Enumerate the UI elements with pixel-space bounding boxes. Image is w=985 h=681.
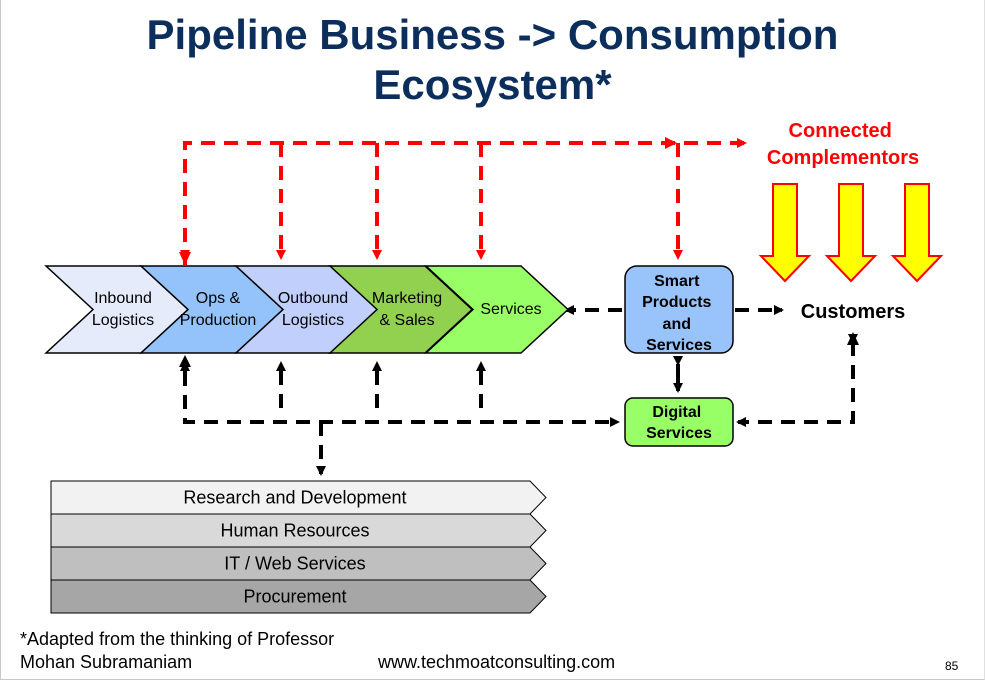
digital-line-2: Services — [646, 425, 712, 442]
red-arrowheads — [179, 137, 677, 265]
customers-label: Customers — [801, 301, 905, 323]
red-arrowhead-ops — [179, 252, 191, 265]
black-arrowheads — [179, 332, 859, 367]
page-title: Pipeline Business -> Consumption Ecosyst… — [0, 10, 985, 110]
svg-text:Smart Products and: Smart Products and Services — [642, 273, 716, 354]
black-connectors — [183, 305, 858, 476]
support-bar-shape — [50, 579, 547, 614]
support-bar-shape — [50, 513, 547, 548]
support-bar-shape — [50, 480, 547, 515]
support-activity-label: IT / Web Services — [224, 554, 365, 574]
page-number: 85 — [945, 659, 959, 673]
support-bar-shape — [50, 546, 547, 581]
digital-line-1: Digital — [652, 404, 701, 421]
down-arrow-icon — [758, 183, 812, 283]
down-arrow-icon — [890, 183, 944, 283]
arrowhead-ops-up — [179, 355, 191, 367]
value-chain-label-line-2: & Sales — [379, 312, 434, 329]
smart-line-2: Products — [642, 294, 711, 311]
support-activity-bar[interactable]: Research and Development — [50, 480, 547, 515]
arrowhead-customers-up — [847, 332, 859, 345]
red-connectors — [180, 138, 747, 265]
value-chain-step[interactable]: Services — [424, 265, 570, 354]
complementors-line-1: Connected — [789, 120, 892, 142]
red-arrowhead-smart-right — [665, 137, 677, 149]
smart-line-3: and — [663, 316, 691, 333]
value-chain-label-line-1: Outbound — [278, 290, 348, 307]
complementor-arrows — [758, 183, 944, 283]
title-line-1: Pipeline Business -> Consumption — [146, 11, 839, 58]
footnote: *Adapted from the thinking of Professor … — [20, 628, 334, 674]
value-chain-label-line-2: Logistics — [282, 312, 344, 329]
digital-services-box[interactable]: Digital Services — [624, 397, 734, 447]
complementors-label: Connected Complementors — [767, 120, 919, 169]
support-activity-label: Procurement — [243, 587, 346, 607]
red-top-bar — [183, 138, 747, 265]
black-customers-to-digital — [736, 334, 858, 427]
support-activity-label: Research and Development — [183, 488, 406, 508]
complementors-line-2: Complementors — [767, 147, 919, 169]
value-chain-label: Ops & Production — [180, 290, 257, 329]
value-chain-label-line-1: Marketing — [372, 290, 442, 307]
value-chain-label: Marketing & Sales — [372, 290, 442, 329]
down-arrow-icon — [824, 183, 878, 283]
black-solid-connectors — [180, 356, 683, 393]
svg-text:Digital Services: Digital Services — [646, 404, 712, 442]
support-activity-bar[interactable]: IT / Web Services — [50, 546, 547, 581]
title-line-2: Ecosystem* — [373, 61, 612, 108]
footnote-line-2: Mohan Subramaniam — [20, 652, 193, 672]
footnote-line-1: *Adapted from the thinking of Professor — [20, 629, 335, 649]
website-link[interactable]: www.techmoatconsulting.com — [378, 652, 616, 672]
value-chain-label-line-1: Inbound — [94, 290, 152, 307]
value-chain-label: Services — [480, 301, 541, 318]
chevron-shape — [424, 265, 570, 354]
support-activity-label: Human Resources — [220, 521, 369, 541]
smart-line-4: Services — [646, 337, 712, 354]
value-chain-label-line-2: Logistics — [92, 312, 154, 329]
smart-line-1: Smart — [654, 273, 700, 290]
support-activity-bar[interactable]: Human Resources — [50, 513, 547, 548]
black-bottom-bar — [183, 372, 620, 427]
value-chain-label-line-2: Production — [180, 312, 257, 329]
support-activity-bar[interactable]: Procurement — [50, 579, 547, 614]
smart-products-box[interactable]: Smart Products and Services — [624, 265, 734, 354]
value-chain-label-line-1: Ops & — [196, 290, 241, 307]
